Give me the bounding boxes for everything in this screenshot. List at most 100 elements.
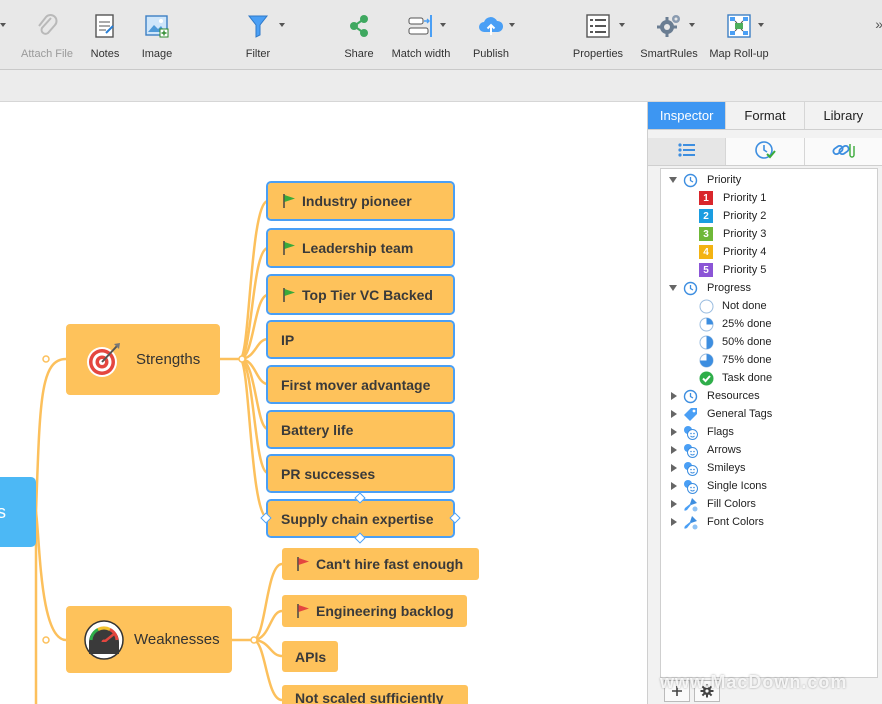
properties-dropdown-icon[interactable] <box>619 21 627 29</box>
tag-icon <box>683 407 698 422</box>
match-width-icon <box>405 9 437 43</box>
weaknesses-topic[interactable]: Weaknesses <box>66 606 232 673</box>
dropdown-arrow-icon[interactable] <box>0 21 8 29</box>
disclosure-triangle-icon[interactable] <box>671 428 677 436</box>
smiley-stack-icon <box>683 461 698 476</box>
disclosure-triangle-icon[interactable] <box>671 482 677 490</box>
image-button[interactable]: Image <box>138 0 176 70</box>
tree-group-priority[interactable]: Priority <box>669 171 741 189</box>
properties-icon <box>582 9 614 43</box>
tree-group-general-tags[interactable]: General Tags <box>669 405 772 423</box>
tree-item-priority-5[interactable]: 5 Priority 5 <box>699 261 766 279</box>
green-flag-icon <box>281 240 297 256</box>
progress-75-icon <box>699 353 714 368</box>
inspector-bottom-bar <box>660 678 878 704</box>
disclosure-triangle-icon[interactable] <box>671 500 677 508</box>
smartrules-button[interactable]: SmartRules <box>638 0 700 70</box>
subtab-list[interactable] <box>648 138 727 165</box>
share-button[interactable]: Share <box>342 0 376 70</box>
tree-item-50-done[interactable]: 50% done <box>699 333 772 351</box>
strength-item-pr-successes[interactable]: PR successes <box>266 454 455 493</box>
priority-2-icon: 2 <box>699 209 713 223</box>
tree-item-priority-2[interactable]: 2 Priority 2 <box>699 207 766 225</box>
subtab-task[interactable] <box>726 138 805 165</box>
tree-item-priority-3[interactable]: 3 Priority 3 <box>699 225 766 243</box>
weakness-item-hiring[interactable]: Can't hire fast enough <box>282 548 479 580</box>
notes-button[interactable]: Notes <box>86 0 124 70</box>
strength-item-battery-life[interactable]: Battery life <box>266 410 455 449</box>
disclosure-triangle-icon[interactable] <box>669 285 677 291</box>
tree-item-75-done[interactable]: 75% done <box>699 351 772 369</box>
priority-3-icon: 3 <box>699 227 713 241</box>
tab-format[interactable]: Format <box>726 102 805 129</box>
disclosure-triangle-icon[interactable] <box>671 392 677 400</box>
map-rollup-dropdown-icon[interactable] <box>758 21 766 29</box>
settings-button[interactable] <box>694 680 720 702</box>
toolbar: Attach File Notes Image Filter Share Mat… <box>0 0 882 70</box>
tree-group-single-icons[interactable]: Single Icons <box>669 477 767 495</box>
disclosure-triangle-icon[interactable] <box>671 410 677 418</box>
tree-group-resources[interactable]: Resources <box>669 387 760 405</box>
disclosure-triangle-icon[interactable] <box>671 464 677 472</box>
disclosure-triangle-icon[interactable] <box>671 446 677 454</box>
filter-icon <box>242 9 274 43</box>
connector-lines <box>34 199 284 704</box>
image-icon <box>141 9 173 43</box>
clock-icon <box>683 281 698 296</box>
tree-item-priority-1[interactable]: 1 Priority 1 <box>699 189 766 207</box>
green-flag-icon <box>281 287 297 303</box>
strength-item-first-mover[interactable]: First mover advantage <box>266 365 455 404</box>
tree-group-smileys[interactable]: Smileys <box>669 459 746 477</box>
paperclip-icon <box>31 9 63 43</box>
weakness-item-apis[interactable]: APIs <box>282 641 338 672</box>
tree-item-not-done[interactable]: Not done <box>699 297 767 315</box>
list-icon <box>678 143 696 160</box>
attach-file-button[interactable]: Attach File <box>18 0 76 70</box>
smartrules-dropdown-icon[interactable] <box>689 21 697 29</box>
match-width-dropdown-icon[interactable] <box>440 21 448 29</box>
strength-item-leadership-team[interactable]: Leadership team <box>266 228 455 268</box>
weakness-item-engineering-backlog[interactable]: Engineering backlog <box>282 595 467 627</box>
toolbar-overflow-button[interactable]: » <box>875 16 882 32</box>
tree-group-flags[interactable]: Flags <box>669 423 734 441</box>
tab-library[interactable]: Library <box>823 108 864 123</box>
disclosure-triangle-icon[interactable] <box>671 518 677 526</box>
smiley-stack-icon <box>683 443 698 458</box>
tab-inspector[interactable]: Inspector <box>648 102 727 129</box>
central-topic[interactable]: s <box>0 477 36 547</box>
tree-group-arrows[interactable]: Arrows <box>669 441 741 459</box>
strength-item-supply-chain[interactable]: Supply chain expertise <box>266 499 455 538</box>
smiley-stack-icon <box>683 425 698 440</box>
properties-tree: Priority 1 Priority 1 2 Priority 2 3 Pri… <box>660 168 878 678</box>
strength-item-top-tier-vc[interactable]: Top Tier VC Backed <box>266 274 455 315</box>
publish-button[interactable]: Publish <box>468 0 514 70</box>
green-flag-icon <box>281 193 297 209</box>
progress-0-icon <box>699 299 714 314</box>
publish-dropdown-icon[interactable] <box>509 21 517 29</box>
tree-item-task-done[interactable]: Task done <box>699 369 772 387</box>
strength-item-ip[interactable]: IP <box>266 320 455 359</box>
strengths-topic[interactable]: Strengths <box>66 324 220 395</box>
strength-item-industry-pioneer[interactable]: Industry pioneer <box>266 181 455 221</box>
tree-group-fill-colors[interactable]: Fill Colors <box>669 495 756 513</box>
add-button[interactable] <box>664 680 690 702</box>
priority-4-icon: 4 <box>699 245 713 259</box>
tree-item-25-done[interactable]: 25% done <box>699 315 772 333</box>
mind-map-canvas[interactable]: s Strengths Industry pioneer Leadership … <box>0 102 647 704</box>
watermark: www.MacDown.com <box>660 672 848 692</box>
smiley-stack-icon <box>683 479 698 494</box>
subtab-links[interactable] <box>805 138 882 165</box>
gear-icon <box>653 9 685 43</box>
inspector-panel: Inspector Format Library Priority 1 Prio… <box>647 102 882 704</box>
tree-item-priority-4[interactable]: 4 Priority 4 <box>699 243 766 261</box>
weakness-item-not-scaled[interactable]: Not scaled sufficiently <box>282 685 468 704</box>
match-width-button[interactable]: Match width <box>388 0 454 70</box>
filter-button[interactable]: Filter <box>240 0 276 70</box>
disclosure-triangle-icon[interactable] <box>669 177 677 183</box>
filter-dropdown-icon[interactable] <box>279 21 287 29</box>
tree-group-progress[interactable]: Progress <box>669 279 751 297</box>
tree-group-font-colors[interactable]: Font Colors <box>669 513 764 531</box>
tab-bar <box>0 70 882 102</box>
map-rollup-button[interactable]: Map Roll-up <box>706 0 772 70</box>
properties-button[interactable]: Properties <box>570 0 626 70</box>
